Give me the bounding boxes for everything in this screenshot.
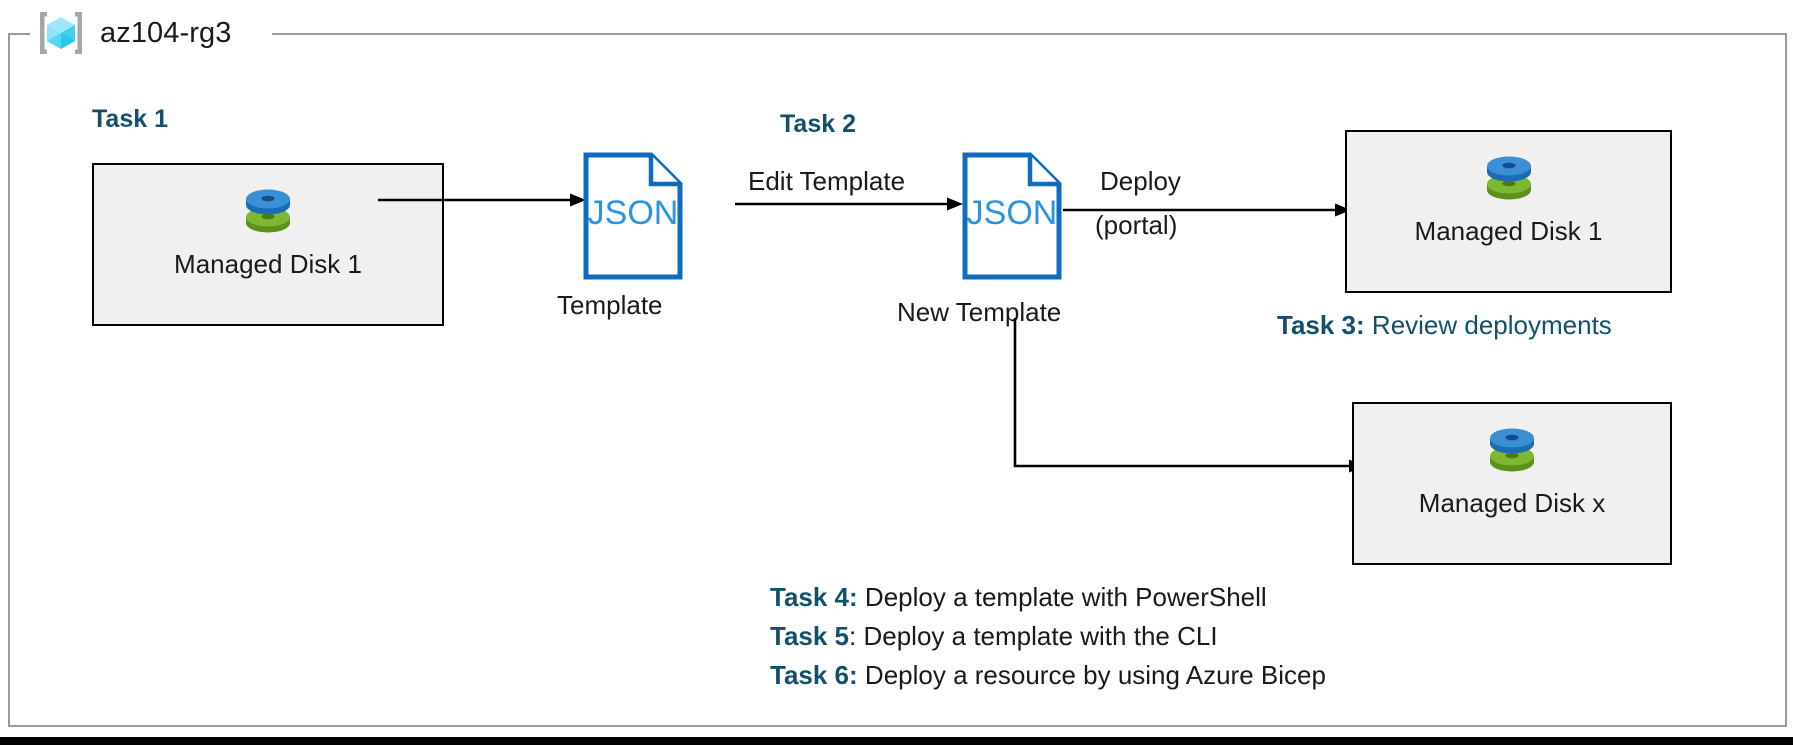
- json-document-icon-new-template[interactable]: JSON: [962, 152, 1062, 280]
- task-2-heading: Task 2: [780, 110, 856, 138]
- task-list-item-5: Task 5: Deploy a template with the CLI: [770, 619, 1326, 654]
- resource-group-header: az104-rg3: [30, 0, 242, 66]
- edit-template-arrow-label: Edit Template: [748, 166, 906, 196]
- managed-disk-icon: [237, 179, 299, 241]
- task-list-item-6: Task 6: Deploy a resource by using Azure…: [770, 658, 1326, 693]
- managed-disk-1-box-task1[interactable]: Managed Disk 1: [92, 163, 444, 326]
- json-doc-text: JSON: [588, 194, 679, 232]
- deploy-arrow-label-bottom: (portal): [1095, 210, 1178, 240]
- task-3-caption: Task 3: Review deployments: [1277, 310, 1612, 341]
- bottom-edge-strip: [0, 737, 1793, 745]
- deploy-arrow-label-top: Deploy: [1100, 166, 1181, 196]
- task-5-label: Task 5: [770, 621, 850, 652]
- new-template-caption: New Template: [897, 297, 1062, 327]
- json-doc-text: JSON: [967, 194, 1058, 232]
- task-4-text: Deploy a template with PowerShell: [857, 582, 1267, 612]
- task-6-label: Task 6:: [770, 660, 858, 691]
- resource-group-container: [8, 33, 1787, 727]
- managed-disk-x-label: Managed Disk x: [1418, 488, 1606, 518]
- resource-group-border-top-right: [272, 33, 1787, 35]
- azure-resource-group-cube-icon: [36, 8, 86, 58]
- managed-disk-1-box-task2[interactable]: Managed Disk 1: [1345, 130, 1672, 293]
- task-4-label: Task 4:: [770, 582, 858, 612]
- task-list: Task 4: Deploy a template with PowerShel…: [770, 580, 1326, 693]
- json-document-icon[interactable]: JSON: [583, 152, 683, 280]
- task-3-text: Review deployments: [1364, 310, 1612, 340]
- task-5-separator: :: [849, 621, 857, 652]
- arrow-disk-to-template: [378, 193, 588, 207]
- managed-disk-x-box[interactable]: Managed Disk x: [1352, 402, 1672, 565]
- task-1-heading: Task 1: [92, 105, 168, 133]
- arrow-deploy-portal: [1063, 203, 1353, 217]
- task-5-text: Deploy a template with the CLI: [856, 621, 1218, 652]
- resource-group-name: az104-rg3: [100, 16, 232, 49]
- task-3-label: Task 3:: [1277, 310, 1365, 340]
- template-caption: Template: [557, 290, 663, 320]
- task-list-item-4: Task 4: Deploy a template with PowerShel…: [770, 580, 1326, 615]
- managed-disk-1-label: Managed Disk 1: [1414, 216, 1603, 246]
- managed-disk-icon: [1481, 418, 1543, 480]
- task-6-text: Deploy a resource by using Azure Bicep: [857, 660, 1326, 691]
- resource-group-border-top-left: [8, 33, 30, 35]
- managed-disk-icon: [1478, 146, 1540, 208]
- arrow-edit-template: [735, 197, 965, 211]
- managed-disk-1-label: Managed Disk 1: [174, 249, 362, 279]
- arrow-new-template-to-disk-x: [1013, 318, 1368, 478]
